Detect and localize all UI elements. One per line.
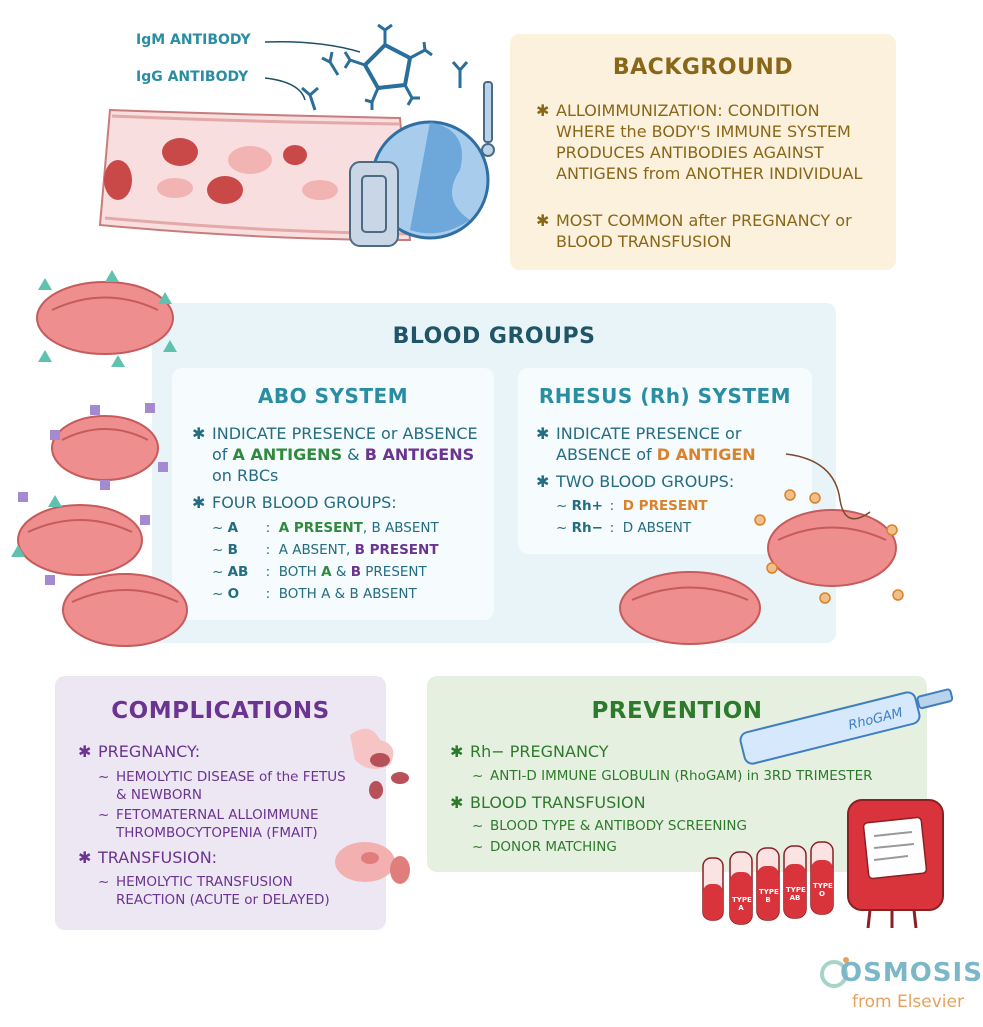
prevention-rh-pregnancy-sub-1: ~ANTI-D IMMUNE GLOBULIN (RhoGAM) in 3RD … bbox=[472, 768, 873, 784]
igm-antibody-label: IgM ANTIBODY bbox=[136, 32, 251, 48]
igm-leader-line bbox=[264, 40, 361, 53]
brand-sub: from Elsevier bbox=[852, 992, 964, 1012]
igg-antibody-label: IgG ANTIBODY bbox=[136, 69, 249, 85]
prevention-blood-transfusion-sub-1: ~BLOOD TYPE & ANTIBODY SCREENING bbox=[472, 818, 747, 834]
complications-pregnancy-sub-1: ~HEMOLYTIC DISEASE of the FETUS & NEWBOR… bbox=[98, 769, 346, 803]
test-tube-icon bbox=[702, 841, 834, 925]
complications-transfusion: ✱TRANSFUSION: bbox=[78, 848, 218, 867]
abo-group-b: ~ B: A ABSENT, B PRESENT bbox=[212, 542, 439, 558]
damaged-cell-icon bbox=[335, 728, 410, 884]
abo-system-title: ABO SYSTEM bbox=[257, 384, 409, 408]
abo-bullet-1: ✱INDICATE PRESENCE or ABSENCE of A ANTIG… bbox=[192, 424, 478, 485]
blood-bag-icon bbox=[847, 799, 944, 929]
immune-cell-icon bbox=[349, 81, 495, 247]
complications-pregnancy-sub-2: ~FETOMATERNAL ALLOIMMUNE THROMBOCYTOPENI… bbox=[98, 807, 319, 841]
tube-label-1: TYPE A bbox=[732, 896, 752, 912]
rh-system-title: RHESUS (Rh) SYSTEM bbox=[538, 384, 792, 408]
tube-label-3: TYPE AB bbox=[786, 886, 806, 902]
igg-leader-line bbox=[264, 77, 306, 101]
complications-transfusion-sub-1: ~HEMOLYTIC TRANSFUSION REACTION (ACUTE o… bbox=[98, 874, 330, 908]
background-bullet-1: ✱ALLOIMMUNIZATION: CONDITION WHERE the B… bbox=[536, 101, 863, 183]
prevention-title: PREVENTION bbox=[591, 698, 763, 724]
complications-pregnancy: ✱PREGNANCY: bbox=[78, 742, 201, 761]
brand-name: OSMOSIS bbox=[840, 958, 983, 988]
antibody-icon bbox=[301, 23, 469, 111]
syringe-icon bbox=[739, 688, 954, 765]
prevention-blood-transfusion-sub-2: ~DONOR MATCHING bbox=[472, 839, 617, 855]
red-blood-cell-icon bbox=[17, 281, 897, 647]
prevention-blood-transfusion: ✱BLOOD TRANSFUSION bbox=[450, 793, 646, 812]
complications-panel bbox=[55, 676, 386, 930]
abo-group-a: ~ A: A PRESENT, B ABSENT bbox=[212, 520, 439, 536]
background-bullet-2: ✱MOST COMMON after PREGNANCY or BLOOD TR… bbox=[536, 211, 852, 251]
background-title: BACKGROUND bbox=[612, 55, 794, 80]
complications-title: COMPLICATIONS bbox=[111, 698, 330, 724]
d-antigen-markers bbox=[754, 489, 904, 604]
tube-label-4: TYPE O bbox=[813, 882, 833, 898]
prevention-rh-pregnancy: ✱Rh− PREGNANCY bbox=[450, 742, 609, 761]
d-antigen-leader-line bbox=[785, 453, 871, 520]
a-antigen-markers bbox=[11, 270, 177, 557]
abo-group-o: ~ O: BOTH A & B ABSENT bbox=[212, 586, 417, 602]
abo-bullet-2: ✱FOUR BLOOD GROUPS: bbox=[192, 493, 397, 512]
rh-bullet-1: ✱INDICATE PRESENCE or ABSENCE of D ANTIG… bbox=[536, 424, 756, 464]
abo-system-panel bbox=[172, 368, 494, 620]
abo-group-ab: ~ AB: BOTH A & B PRESENT bbox=[212, 564, 427, 580]
osmosis-logo-icon bbox=[820, 957, 849, 988]
tube-label-2: TYPE B bbox=[759, 888, 779, 904]
blood-vessel-icon bbox=[98, 108, 412, 242]
rh-group-negative: ~ Rh−: D ABSENT bbox=[556, 520, 692, 536]
rh-bullet-2: ✱TWO BLOOD GROUPS: bbox=[536, 472, 735, 491]
background-panel bbox=[510, 34, 896, 270]
blood-groups-title: BLOOD GROUPS bbox=[392, 324, 596, 349]
rh-group-positive: ~ Rh+: D PRESENT bbox=[556, 498, 708, 514]
b-antigen-markers bbox=[18, 403, 168, 585]
